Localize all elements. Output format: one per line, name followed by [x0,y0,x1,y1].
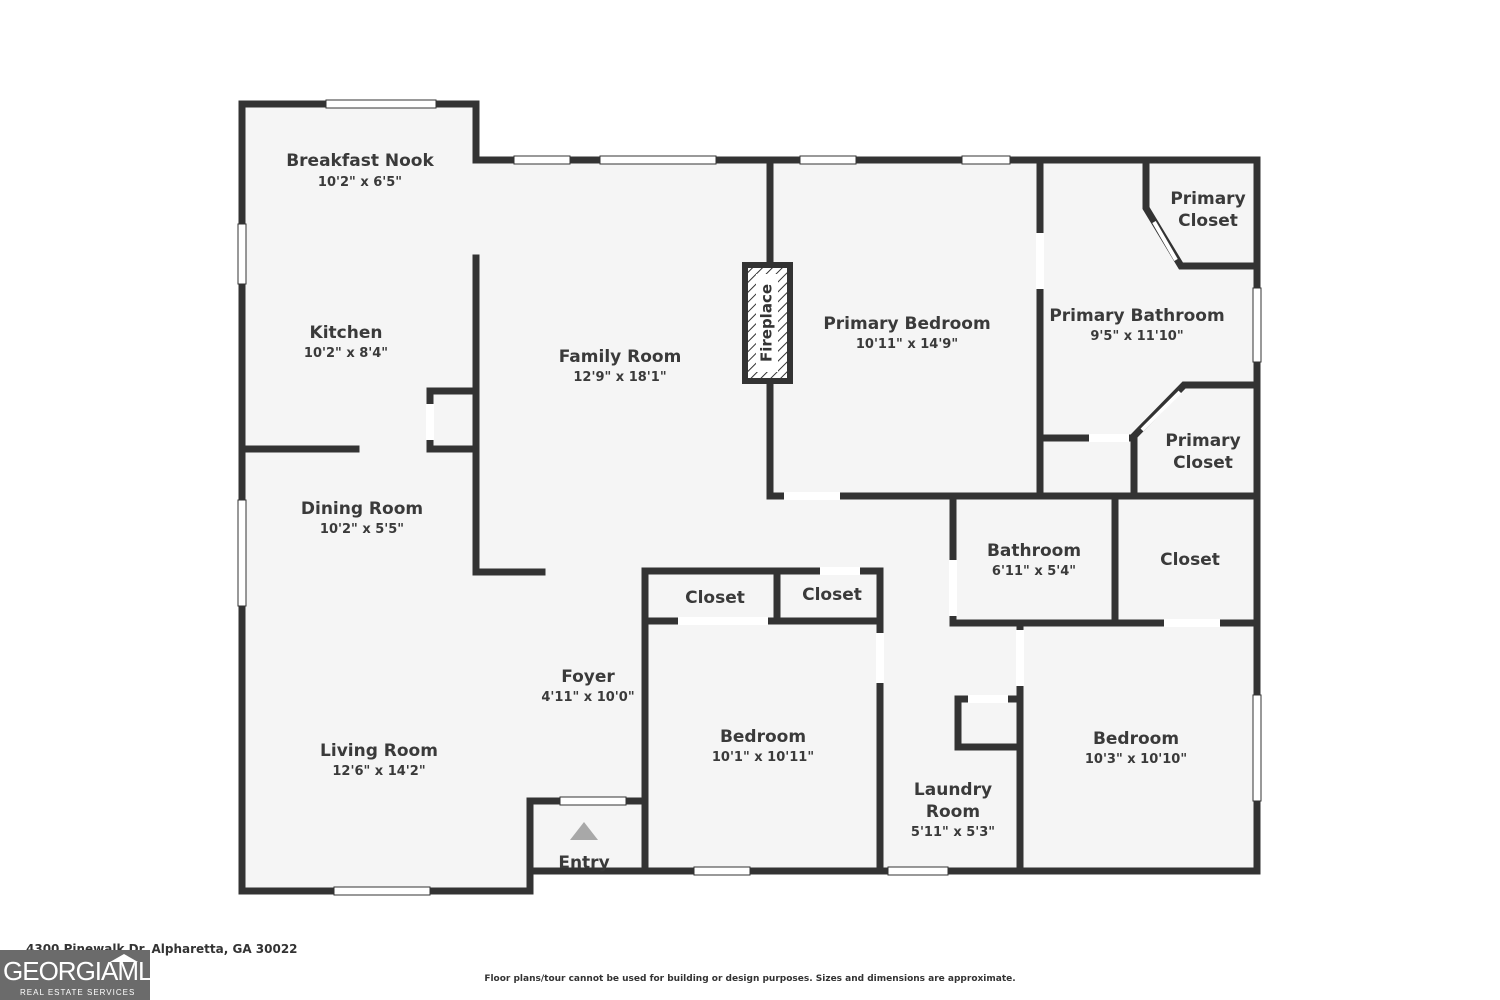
room-living-room-dims: 12'6" x 14'2" [332,764,425,779]
room-breakfast-nook-dims: 10'2" x 6'5" [318,175,402,190]
room-primary-bathroom-name: Primary Bathroom [1049,306,1224,326]
room-dining-room-name: Dining Room [301,499,423,519]
room-family-room-dims: 12'9" x 18'1" [573,370,666,385]
room-foyer-dims: 4'11" x 10'0" [541,690,634,705]
room-kitchen-name: Kitchen [310,323,383,343]
room-primary-closet-top-line2: Closet [1178,211,1238,231]
room-labels: Breakfast Nook 10'2" x 6'5" Kitchen 10'2… [286,151,1245,840]
room-bathroom-dims: 6'11" x 5'4" [992,564,1076,579]
windows [237,99,1262,896]
room-closet-a-name: Closet [685,588,745,608]
room-closet-b-name: Closet [802,585,862,605]
room-bathroom-name: Bathroom [987,541,1081,561]
room-bedroom-right-name: Bedroom [1093,729,1179,749]
room-living-room-name: Living Room [320,741,438,761]
door-swings [1140,220,1182,432]
room-breakfast-nook-name: Breakfast Nook [286,151,434,171]
disclaimer-text: Floor plans/tour cannot be used for buil… [484,974,1016,984]
logo-main-text: GEORGIAMLS [3,956,169,986]
room-laundry-line2: Room [926,802,980,822]
room-laundry-line1: Laundry [914,780,992,800]
entry-label: Entry [558,853,609,873]
room-foyer-name: Foyer [561,667,615,687]
room-primary-bathroom-dims: 9'5" x 11'10" [1090,329,1183,344]
roof-icon [110,954,138,962]
room-primary-closet-bottom-line2: Closet [1173,453,1233,473]
room-family-room-name: Family Room [559,347,682,367]
floor-area [242,104,1257,891]
georgia-mls-logo: GEORGIAMLS REAL ESTATE SERVICES [0,950,169,1000]
room-closet-right-name: Closet [1160,550,1220,570]
room-dining-room-dims: 10'2" x 5'5" [320,522,404,537]
room-primary-closet-top-line1: Primary [1170,189,1245,209]
logo-sub-text: REAL ESTATE SERVICES [20,988,136,997]
room-bedroom-center-dims: 10'1" x 10'11" [712,750,814,765]
room-primary-bedroom-name: Primary Bedroom [823,314,990,334]
entry-arrow-icon [570,822,598,840]
room-bedroom-right-dims: 10'3" x 10'10" [1085,752,1187,767]
room-bedroom-center-name: Bedroom [720,727,806,747]
fireplace-label: Fireplace [758,284,776,362]
room-laundry-dims: 5'11" x 5'3" [911,825,995,840]
room-primary-bedroom-dims: 10'11" x 14'9" [856,337,958,352]
room-primary-closet-bottom-line1: Primary [1165,431,1240,451]
room-kitchen-dims: 10'2" x 8'4" [304,346,388,361]
